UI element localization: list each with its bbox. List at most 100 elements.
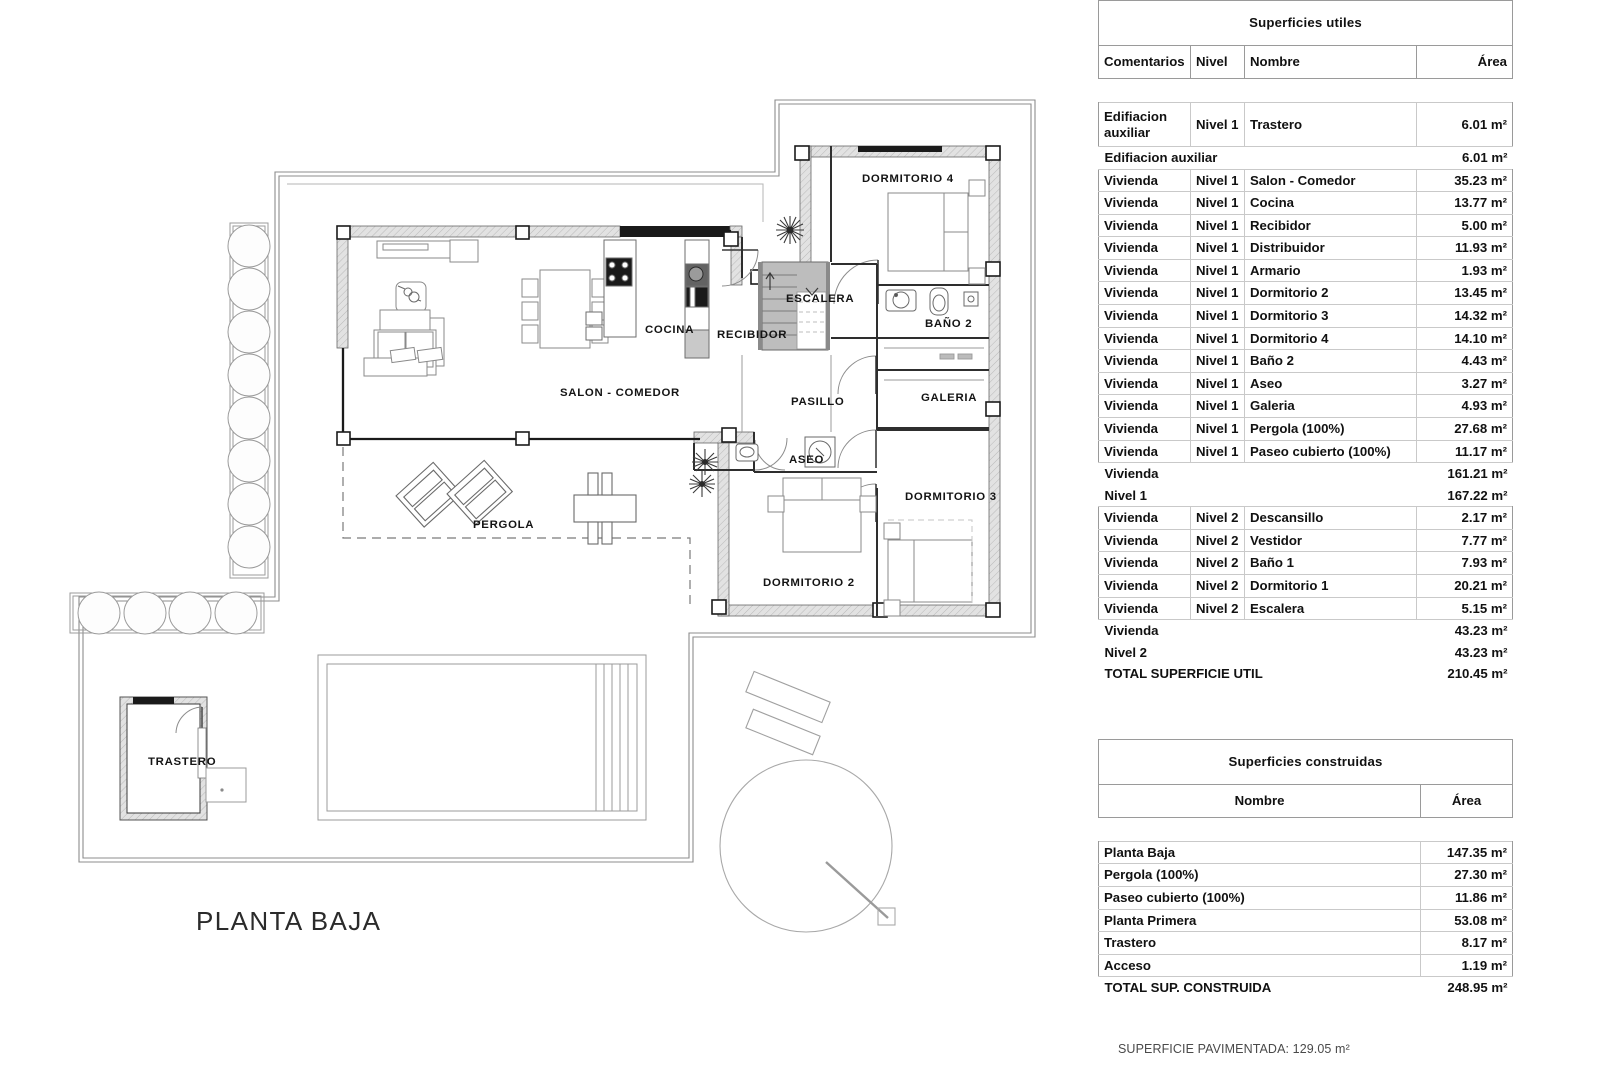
cell-nombre: Armario: [1244, 258, 1417, 283]
pergola-furniture: [395, 459, 637, 545]
cell-area: 11.93 m²: [1416, 236, 1513, 260]
planter-strip-vertical: [227, 222, 271, 579]
cell-comentarios: Vivienda: [1098, 573, 1191, 598]
galeria-fixtures: [884, 347, 984, 381]
room-label-trastero: TRASTERO: [148, 756, 217, 768]
room-label-aseo: ASEO: [789, 454, 825, 466]
cell-nombre: Pergola (100%): [1098, 863, 1421, 888]
cell-nombre: Cocina: [1244, 191, 1417, 215]
room-label-salon: SALON - COMEDOR: [560, 387, 680, 399]
room-label-dormitorio3: DORMITORIO 3: [905, 491, 997, 503]
trastero-building: [119, 696, 247, 821]
cell-nombre: Planta Primera: [1098, 908, 1421, 933]
bed-dormitorio-3: [883, 519, 973, 617]
cell-summary-area: 248.95 m²: [1447, 980, 1508, 996]
swimming-pool: [317, 654, 647, 821]
cell-summary-label: Nivel 2: [1104, 644, 1148, 660]
cell-summary-area: 210.45 m²: [1447, 666, 1508, 682]
bathroom-2-fixtures: [885, 287, 979, 316]
cell-nivel: Nivel 2: [1190, 551, 1245, 575]
cell-area: 8.17 m²: [1419, 931, 1514, 955]
cell-nivel: Nivel 1: [1190, 349, 1245, 373]
cell-nombre: Escalera: [1244, 596, 1417, 621]
col-header-nivel: Nivel: [1190, 45, 1245, 79]
cell-comentarios: Vivienda: [1098, 506, 1191, 530]
kitchen-fixtures: [585, 239, 710, 359]
cell-nivel: Nivel 1: [1190, 326, 1245, 351]
cell-summary-label: Vivienda: [1104, 623, 1159, 639]
planter-strip-horizontal: [69, 591, 265, 635]
cell-area: 27.30 m²: [1419, 863, 1514, 888]
table-superficies-utiles: Superficies utiles Comentarios Nivel Nom…: [1098, 0, 1513, 685]
cell-nombre: Paseo cubierto (100%): [1244, 439, 1417, 464]
cell-area: 13.77 m²: [1416, 191, 1513, 215]
cell-nombre: Distribuidor: [1244, 236, 1417, 260]
cell-nivel: Nivel 1: [1190, 439, 1245, 464]
floor-plan-drawing: [69, 99, 1036, 933]
cell-area: 5.15 m²: [1416, 596, 1513, 621]
cell-area: 27.68 m²: [1416, 416, 1513, 441]
cell-area: 4.93 m²: [1416, 394, 1513, 418]
cell-nivel: Nivel 1: [1190, 191, 1245, 215]
cell-area: 2.17 m²: [1416, 506, 1513, 530]
cell-comentarios: Vivienda: [1098, 304, 1191, 328]
sheet-label: PLANTA BAJA: [196, 906, 382, 936]
cell-area: 7.77 m²: [1416, 528, 1513, 553]
cell-comentarios: Vivienda: [1098, 236, 1191, 260]
schedule-tables: Superficies utiles Comentarios Nivel Nom…: [1097, 0, 1518, 1080]
cell-comentarios: Vivienda: [1098, 258, 1191, 283]
room-label-galeria: GALERIA: [921, 392, 978, 404]
cell-comentarios: Vivienda: [1098, 213, 1191, 238]
cell-comentarios: Vivienda: [1098, 371, 1191, 396]
cell-nivel: Nivel 1: [1190, 371, 1245, 396]
col-header-area: Área: [1416, 45, 1513, 79]
bed-dormitorio-4: [887, 179, 986, 285]
cell-nivel: Nivel 1: [1190, 281, 1245, 306]
cell-nivel: Nivel 1: [1190, 258, 1245, 283]
cell-area: 35.23 m²: [1416, 168, 1513, 193]
cell-area: 53.08 m²: [1419, 908, 1514, 933]
cell-area: 14.32 m²: [1416, 304, 1513, 328]
cell-nombre: Dormitorio 1: [1244, 573, 1417, 598]
cell-comentarios: Vivienda: [1098, 528, 1191, 553]
bed-dormitorio-2: [767, 477, 877, 553]
paseo-cubierto: [741, 355, 832, 432]
col-header-area-2: Área: [1419, 783, 1514, 818]
cell-nombre: Dormitorio 2: [1244, 281, 1417, 306]
pergola-outline: [342, 447, 691, 605]
cell-comentarios: Edifiacion auxiliar: [1098, 102, 1191, 147]
cell-area: 6.01 m²: [1416, 102, 1513, 147]
cell-comentarios: Vivienda: [1098, 326, 1191, 351]
cell-nombre: Galeria: [1244, 394, 1417, 418]
cell-summary-label: Nivel 1: [1104, 487, 1148, 503]
staircase: [758, 261, 830, 351]
cell-area: 20.21 m²: [1416, 573, 1513, 598]
cell-nombre: Baño 2: [1244, 349, 1417, 373]
cell-area: 147.35 m²: [1419, 840, 1514, 865]
cell-nivel: Nivel 1: [1190, 416, 1245, 441]
cell-nombre: Baño 1: [1244, 551, 1417, 575]
living-room-furniture: [363, 239, 609, 377]
cell-comentarios: Vivienda: [1098, 168, 1191, 193]
cell-nombre: Salon - Comedor: [1244, 168, 1417, 193]
cell-nombre: Recibidor: [1244, 213, 1417, 238]
room-label-bano2: BAÑO 2: [925, 318, 973, 330]
